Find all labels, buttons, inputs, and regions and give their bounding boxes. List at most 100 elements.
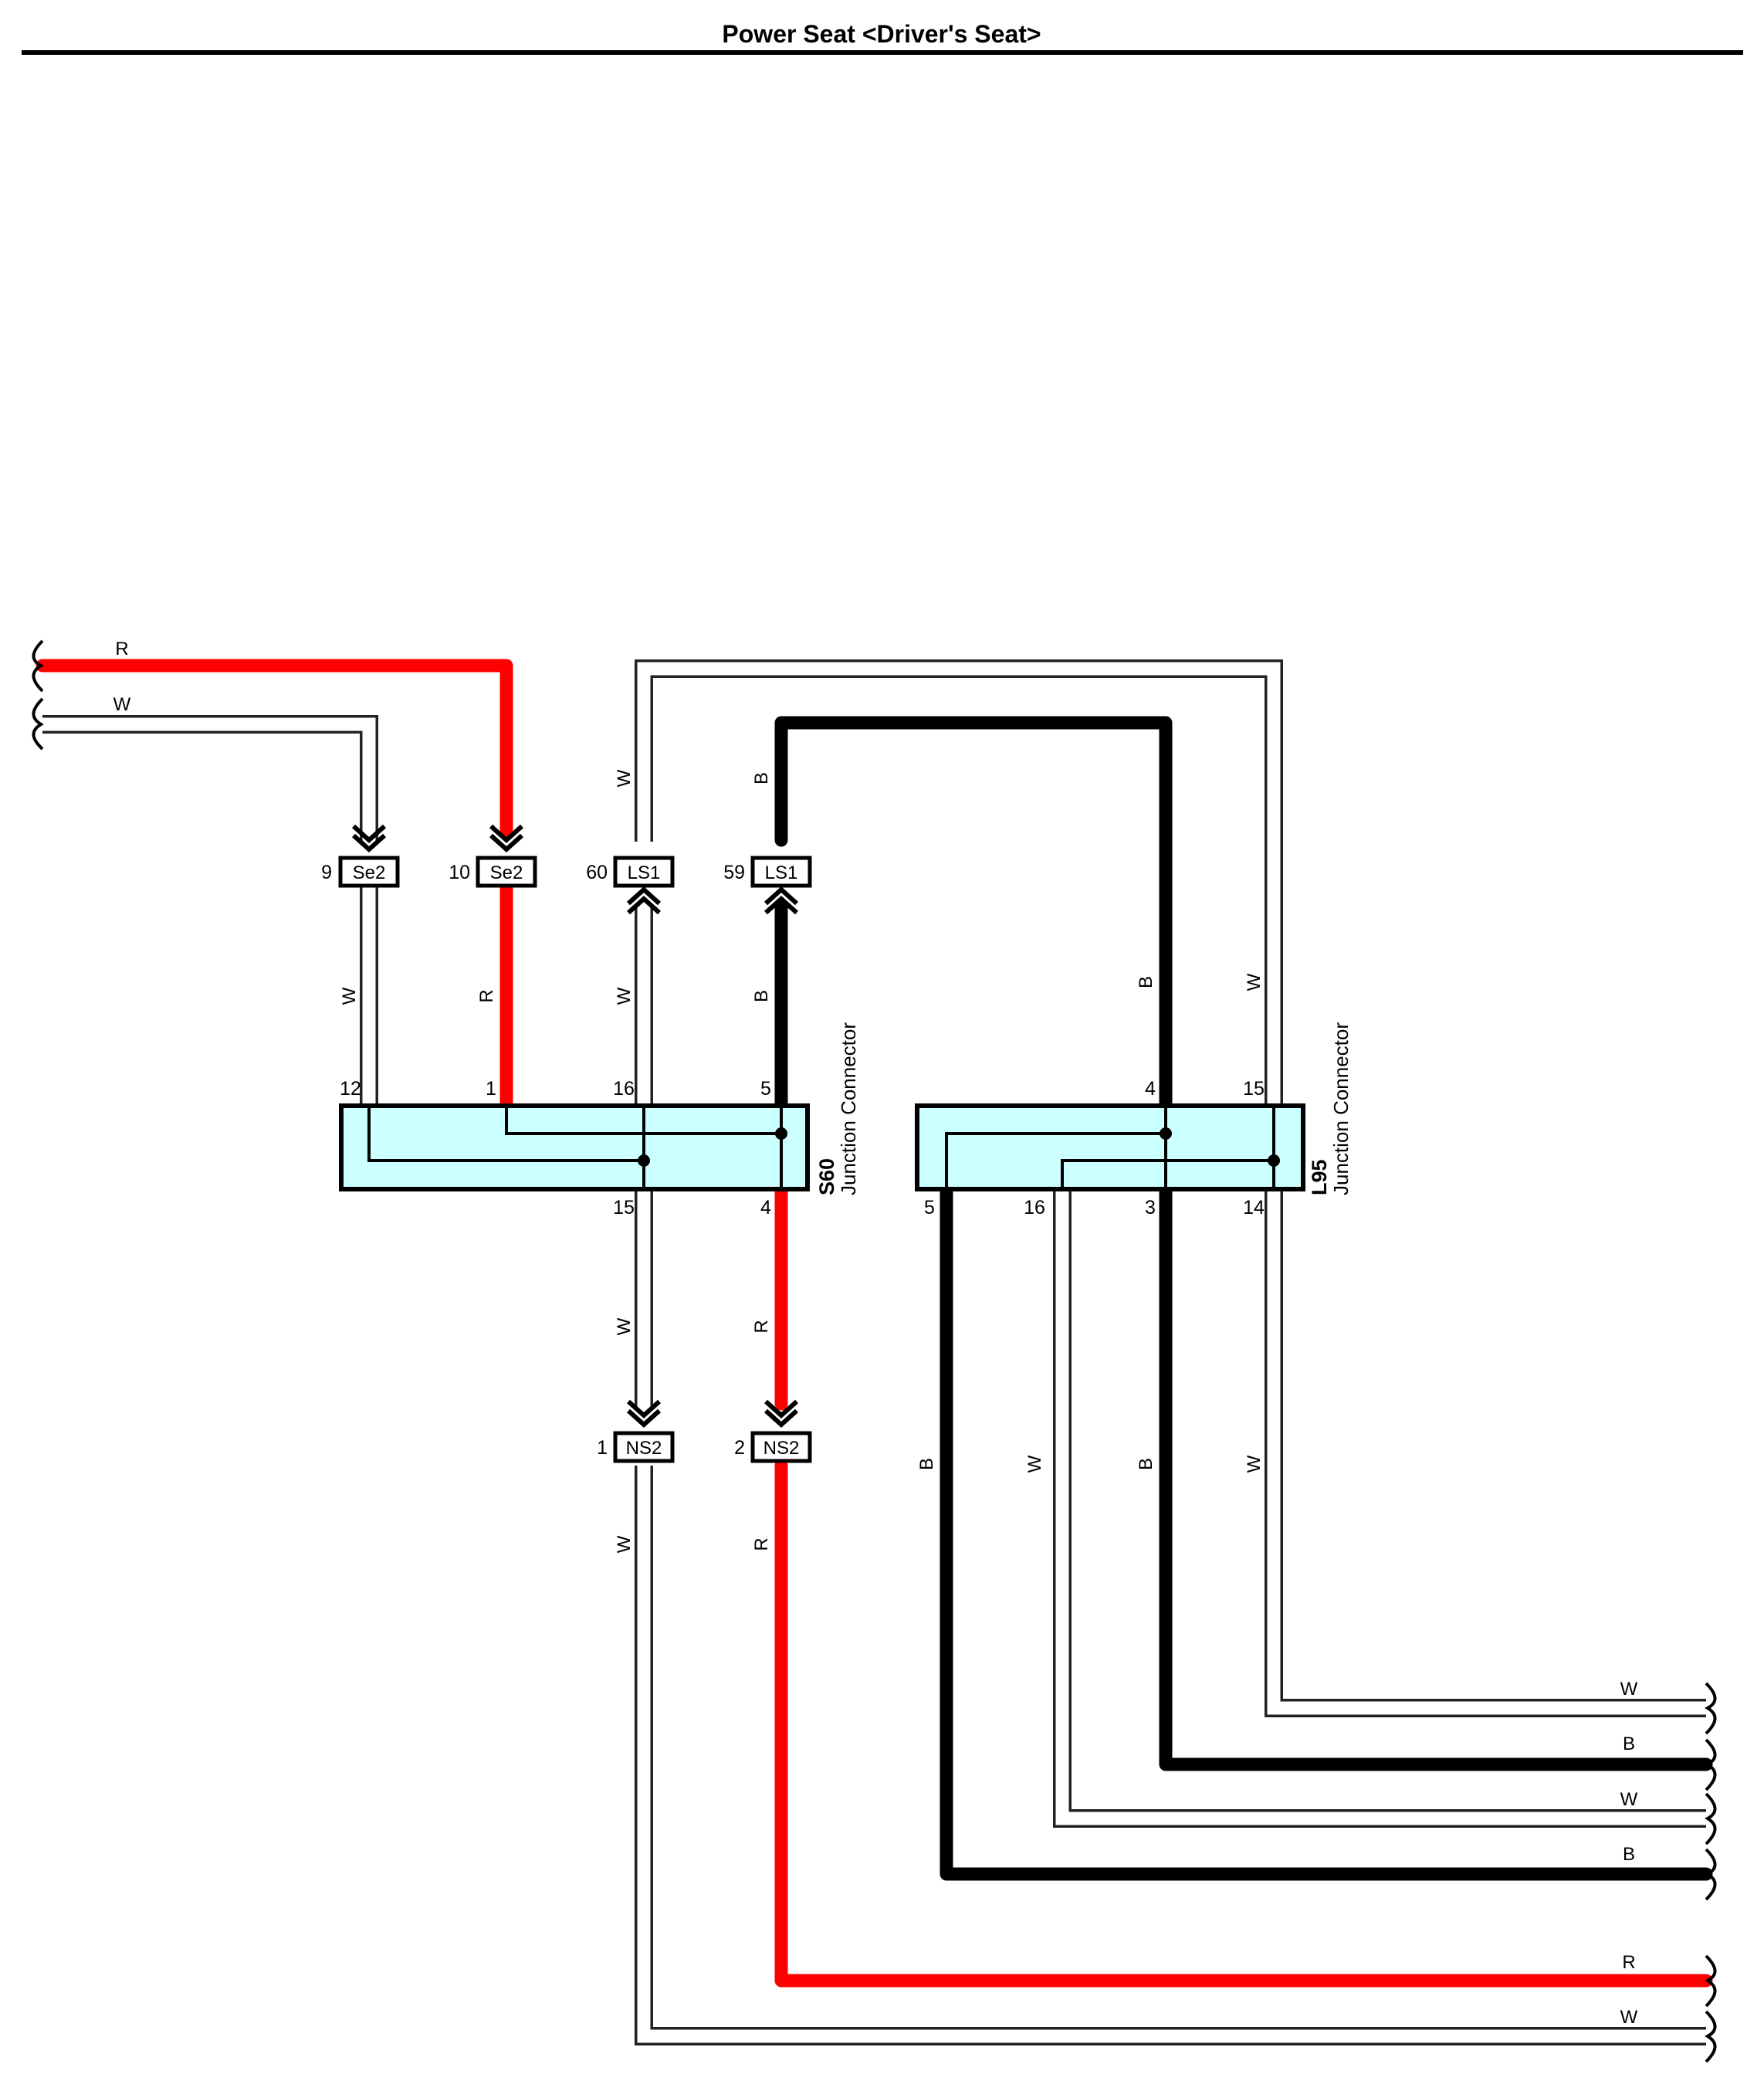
splice-dot <box>638 1154 650 1167</box>
chevron-down-icon <box>626 1399 662 1429</box>
junction-pin-number: 4 <box>1145 1078 1156 1100</box>
output-break-symbol <box>1705 1738 1717 1791</box>
connector-label: LS1 <box>628 863 661 883</box>
internal-bus <box>945 1132 1166 1189</box>
internal-bus <box>1061 1159 1274 1189</box>
junction-type: Junction Connector <box>1329 1022 1353 1195</box>
wire-label: R <box>751 1320 772 1333</box>
connector-se2-pin10: Se2 10 <box>449 856 537 888</box>
output-wire-label: W <box>1620 1679 1638 1700</box>
connector-pin-number: 9 <box>321 862 332 883</box>
output-break-symbol <box>1705 2010 1717 2063</box>
junction-pin-number: 4 <box>760 1197 771 1218</box>
junction-body <box>339 1103 810 1191</box>
connector-pin-number: 1 <box>597 1437 608 1459</box>
junction-pin-number: 14 <box>1243 1197 1265 1218</box>
input-wire-label-r: R <box>115 639 128 659</box>
connector-label: NS2 <box>626 1438 662 1459</box>
junction-connector-l95: 4 15 5 16 3 14 L95 Junction Connector <box>915 1022 1353 1218</box>
black-wires <box>774 716 1713 1881</box>
wire-b-l95-5-to-output <box>940 1182 1713 1881</box>
connector-ls1-pin59: LS1 59 <box>723 856 812 888</box>
chevron-down-icon <box>351 824 387 853</box>
wire-label: W <box>614 769 635 787</box>
chevron-down-icon <box>489 824 524 853</box>
connector-label: LS1 <box>765 863 798 883</box>
wire-label: R <box>751 1537 772 1551</box>
output-break-symbol <box>1705 1682 1717 1735</box>
output-break-symbol <box>1705 1792 1717 1845</box>
red-wires <box>36 659 1713 1988</box>
output-wire-label: W <box>1620 1789 1638 1810</box>
wire-label: W <box>1024 1455 1045 1473</box>
junction-body <box>915 1103 1305 1191</box>
connector-ns2-pin1: NS2 1 <box>597 1431 675 1463</box>
right-output-terminals <box>1705 1682 1717 2063</box>
output-break-symbol <box>1705 1848 1717 1901</box>
wire-b-l95-3-to-output <box>1159 1182 1713 1771</box>
wire-label: W <box>1244 973 1265 991</box>
junction-pin-number: 16 <box>613 1078 635 1100</box>
wire-w-l95-14-to-output <box>1265 1189 1706 1717</box>
chevron-down-icon <box>763 1399 799 1429</box>
output-wire-label: W <box>1620 2007 1638 2028</box>
left-input-terminals <box>32 639 44 751</box>
junction-pin-number: 16 <box>1024 1197 1045 1218</box>
wire-label: W <box>614 1317 635 1335</box>
wire-w-l95-16-to-output <box>1053 1189 1706 1828</box>
output-wire-label: B <box>1623 1734 1635 1754</box>
wire-label: R <box>476 989 497 1002</box>
junction-pin-number: 15 <box>1243 1078 1265 1100</box>
splice-dot <box>1160 1127 1172 1140</box>
input-wire-label-w: W <box>113 694 131 715</box>
input-break-symbol <box>32 639 44 693</box>
wire-label: B <box>751 990 772 1002</box>
junction-name: L95 <box>1308 1159 1331 1195</box>
wire-color-labels: W B W R W B B W W R B W B W W R <box>339 769 1265 1553</box>
connector-pin-number: 2 <box>734 1437 745 1459</box>
wire-label: B <box>1136 1458 1156 1470</box>
connector-ns2-pin2: NS2 2 <box>734 1431 812 1463</box>
junction-pin-number: 5 <box>924 1197 935 1218</box>
wire-r-ns2-2-to-output <box>774 1459 1713 1988</box>
wire-b-ls1-59-to-l95-4 <box>774 716 1173 1115</box>
wire-w-input-to-se2-9 <box>42 715 378 842</box>
chevron-up-icon <box>763 886 799 915</box>
output-wire-label: R <box>1622 1952 1635 1973</box>
output-wire-label: B <box>1623 1844 1635 1865</box>
connector-pin-number: 60 <box>586 862 608 883</box>
wire-label: W <box>614 987 635 1005</box>
splice-dot <box>775 1127 787 1140</box>
connector-chevrons <box>351 824 799 1429</box>
internal-bus <box>367 1108 644 1162</box>
inline-connectors: Se2 9 Se2 10 LS1 60 LS1 59 NS2 1 NS2 2 <box>321 856 812 1463</box>
internal-bus <box>505 1108 781 1135</box>
connector-se2-pin9: Se2 9 <box>321 856 400 888</box>
connector-label: NS2 <box>763 1438 800 1459</box>
junction-pin-number: 15 <box>613 1197 635 1218</box>
connector-pin-number: 10 <box>449 862 470 883</box>
wire-label: B <box>1136 976 1156 988</box>
output-break-symbol <box>1705 1954 1717 2008</box>
wire-label: W <box>1244 1455 1265 1473</box>
connector-pin-number: 59 <box>723 862 745 883</box>
junction-pin-number: 12 <box>340 1078 361 1100</box>
wire-w-ls1-60-to-l95-15 <box>635 659 1283 1108</box>
wire-label: W <box>614 1535 635 1553</box>
splice-dot <box>1268 1154 1280 1167</box>
input-break-symbol <box>32 697 44 751</box>
wire-label: B <box>751 772 772 785</box>
connector-label: Se2 <box>490 863 523 883</box>
wire-r-input-to-se2-10 <box>36 659 513 841</box>
diagram-title: Power Seat <Driver's Seat> <box>722 20 1041 48</box>
junction-connector-s60: 12 1 16 5 15 4 S60 Junction Connector <box>339 1022 860 1218</box>
wire-label: W <box>339 987 360 1005</box>
chevron-up-icon <box>626 886 662 915</box>
junction-name: S60 <box>815 1158 838 1195</box>
junction-type: Junction Connector <box>837 1022 860 1195</box>
white-wires <box>42 659 1706 2045</box>
connector-ls1-pin60: LS1 60 <box>586 856 675 888</box>
junction-pin-number: 3 <box>1145 1197 1156 1218</box>
junction-pin-number: 1 <box>486 1078 496 1100</box>
